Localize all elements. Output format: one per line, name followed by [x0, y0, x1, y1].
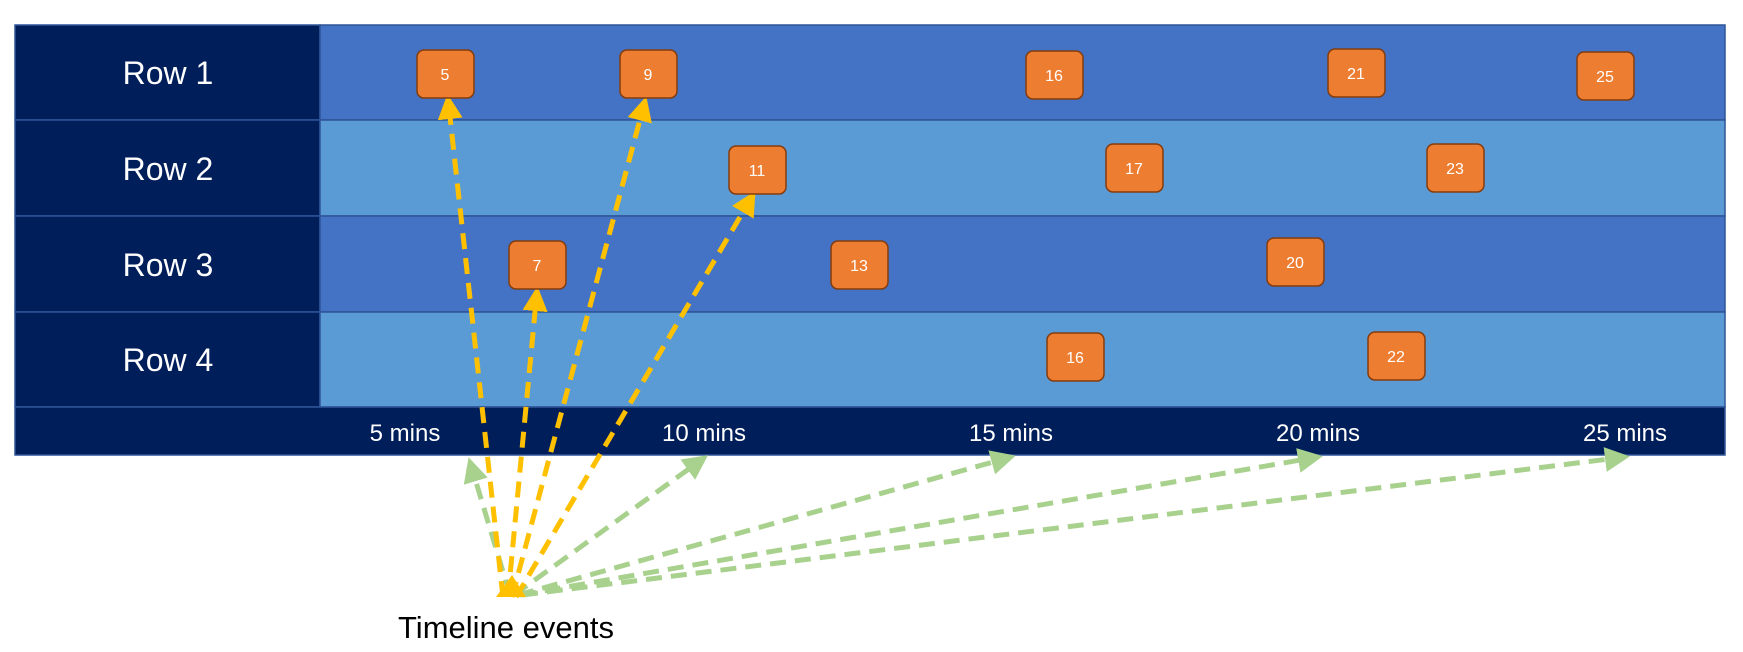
axis-tick-label: 15 mins: [969, 420, 1053, 447]
event-box[interactable]: 16: [1025, 50, 1084, 100]
axis-arrow: [521, 447, 1630, 598]
event-box[interactable]: 5: [416, 49, 475, 99]
row-4: Row 4: [14, 311, 1726, 408]
event-box[interactable]: 25: [1576, 51, 1635, 101]
event-box[interactable]: 20: [1266, 237, 1325, 287]
time-axis-bg: [14, 406, 1726, 456]
row-header-bg: [14, 311, 321, 408]
caption: Timeline events: [398, 610, 614, 645]
row-1: Row 1: [14, 24, 1726, 121]
event-label: 22: [1387, 349, 1405, 366]
event-label: 25: [1596, 69, 1614, 86]
event-label: 5: [441, 67, 450, 84]
event-arrow: [513, 190, 756, 599]
event-label: 20: [1286, 255, 1304, 272]
row-2: Row 2: [14, 119, 1726, 217]
axis-arrow: [512, 455, 709, 598]
event-label: 7: [533, 258, 542, 275]
axis-tick-label: 10 mins: [662, 420, 746, 447]
event-box[interactable]: 23: [1426, 143, 1485, 193]
events: 5 9 16 21 25 11 17 23: [416, 48, 1635, 382]
event-label: 17: [1125, 161, 1143, 178]
event-box[interactable]: 11: [728, 145, 787, 195]
row-header-bg: [14, 215, 321, 313]
event-label: 11: [749, 163, 766, 180]
axis-tick-label: 20 mins: [1276, 420, 1360, 447]
event-box[interactable]: 9: [619, 49, 678, 99]
axis-arrows: [463, 447, 1630, 598]
row-label: Row 2: [123, 151, 214, 187]
origin-marker: [496, 575, 526, 597]
row-header-bg: [14, 119, 321, 217]
event-box[interactable]: 21: [1327, 48, 1386, 98]
row-label: Row 4: [123, 342, 214, 378]
event-label: 9: [644, 67, 653, 84]
row-track: [319, 119, 1726, 217]
row-track: [319, 311, 1726, 408]
event-label: 16: [1066, 350, 1084, 367]
event-box[interactable]: 22: [1367, 331, 1426, 381]
row-track: [319, 24, 1726, 121]
axis-tick-label: 25 mins: [1583, 420, 1667, 447]
row-label: Row 3: [123, 247, 214, 283]
axis-arrow: [517, 450, 1016, 598]
event-arrow: [509, 96, 652, 598]
event-box[interactable]: 13: [830, 240, 889, 290]
event-arrow: [505, 286, 548, 598]
event-label: 16: [1045, 68, 1063, 85]
row-3: Row 3: [14, 215, 1726, 313]
event-box[interactable]: 17: [1105, 143, 1164, 193]
event-box[interactable]: 16: [1046, 332, 1105, 382]
event-label: 13: [850, 258, 868, 275]
row-label: Row 1: [123, 55, 214, 91]
axis-tick-label: 5 mins: [370, 420, 441, 447]
event-label: 23: [1446, 161, 1464, 178]
time-axis: 5 mins 10 mins 15 mins 20 mins 25 mins: [14, 406, 1726, 456]
event-arrow: [437, 94, 506, 598]
event-box[interactable]: 7: [508, 240, 567, 290]
row-header-bg: [14, 24, 321, 121]
event-arrows: [437, 94, 756, 599]
event-label: 21: [1347, 66, 1365, 83]
axis-arrow: [519, 448, 1323, 598]
axis-arrow: [463, 457, 513, 596]
